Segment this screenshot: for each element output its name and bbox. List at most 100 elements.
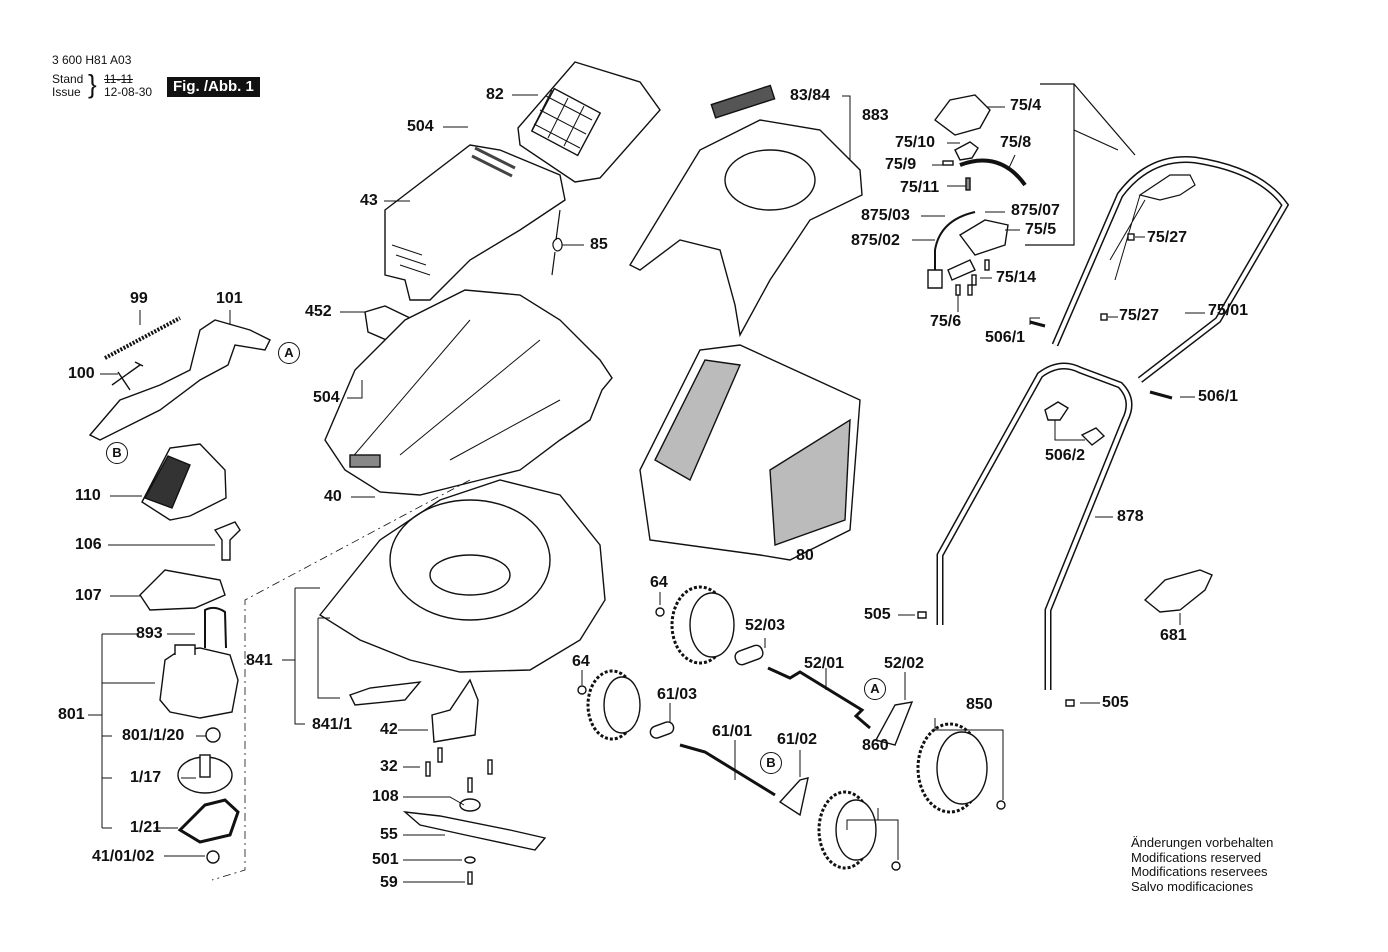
wheel-rear-860 (817, 790, 877, 870)
part-label: 893 (136, 625, 163, 642)
wheel-front-lower (586, 669, 641, 741)
part-label: 61/03 (657, 686, 698, 703)
part-label: 75/9 (885, 156, 917, 173)
blade-55 (402, 811, 547, 851)
issue-value: 12-08-30 (104, 85, 153, 99)
part-label: 504 (313, 389, 340, 406)
part-label: 75/27 (1147, 229, 1188, 246)
bracket-lines (1025, 83, 1136, 246)
part-label: 59 (380, 874, 398, 891)
part-number: 3 600 H81 A03 (52, 53, 132, 67)
stand-value: 11-11 (104, 72, 133, 86)
pulley-1-17 (177, 754, 233, 794)
washer-850 (996, 800, 1006, 810)
part-label: 506/2 (1045, 447, 1086, 464)
part-label: 106 (75, 536, 102, 553)
brace: } (88, 69, 97, 99)
bolt-506-1a (1029, 320, 1046, 328)
screws-32 (425, 747, 493, 793)
clip-100 (111, 361, 144, 391)
screws-75-14 (955, 259, 990, 296)
part-label: 43 (360, 192, 378, 209)
notice-line: Änderungen vorbehalten (1131, 835, 1274, 850)
lever-75-8 (959, 158, 1027, 187)
part-label: 875/03 (861, 207, 910, 224)
strain-relief-75-6 (947, 259, 976, 281)
part-label: 75/4 (1010, 97, 1042, 114)
box-107 (139, 569, 226, 611)
grass-box-80 (639, 344, 861, 561)
part-label: 80 (796, 547, 814, 564)
part-label: 875/07 (1011, 202, 1060, 219)
part-label: 107 (75, 587, 102, 604)
lever-52-02 (874, 701, 914, 746)
modifications-notice: Änderungen vorbehalten Modifications res… (1131, 835, 1274, 894)
part-label: 100 (68, 365, 95, 382)
part-label: 1/21 (130, 819, 162, 836)
wheel-rear-850 (916, 722, 988, 814)
part-label: 841/1 (312, 716, 353, 733)
axle-52-01 (767, 666, 871, 730)
plug (927, 269, 943, 289)
part-label: 75/6 (930, 313, 962, 330)
part-label: 505 (1102, 694, 1129, 711)
grass-box-lid-82 (517, 61, 661, 183)
bushing-61-03 (649, 721, 675, 739)
screw-505a (917, 611, 927, 619)
cable-holder-681 (1143, 569, 1213, 613)
washer-108 (459, 798, 481, 812)
screw-59 (467, 871, 473, 885)
washer-501 (464, 856, 476, 864)
part-label: 75/10 (895, 134, 936, 151)
washer-860 (891, 861, 901, 871)
lower-handle-878 (936, 362, 1133, 690)
spring-75-11 (965, 177, 971, 191)
callout-b: B (106, 442, 128, 464)
knob-506-2a (1044, 401, 1069, 421)
switch-106 (213, 521, 241, 561)
switch-body-75-5 (958, 219, 1009, 256)
cam-75-10 (954, 141, 979, 161)
catcher-top-883 (629, 119, 863, 338)
notice-line: Modifications reservees (1131, 864, 1268, 879)
axle-61-01 (679, 743, 776, 797)
part-label: 42 (380, 721, 398, 738)
part-label: 505 (864, 606, 891, 623)
callout-a: A (864, 678, 886, 700)
part-label: 501 (372, 851, 399, 868)
issue-label: Issue (52, 85, 81, 99)
switch-cover-75-4 (934, 94, 991, 136)
part-label: 860 (862, 737, 889, 754)
part-label: 75/11 (900, 179, 940, 196)
clip-75-27a (1127, 233, 1135, 241)
part-label: 101 (216, 290, 243, 307)
part-label: 99 (130, 290, 148, 307)
part-label: 841 (246, 652, 273, 669)
part-label: 64 (650, 574, 668, 591)
cable-893 (204, 606, 227, 649)
part-label: 75/01 (1208, 302, 1249, 319)
assembly-axis-line (211, 479, 471, 881)
part-label: 506/1 (985, 329, 1026, 346)
notice-line: Modifications reserved (1131, 849, 1262, 865)
deflector-42 (431, 678, 479, 743)
part-label: 878 (1117, 508, 1144, 525)
part-label: 110 (75, 487, 101, 504)
part-label: 75/8 (1000, 134, 1032, 151)
part-label: 875/02 (851, 232, 900, 249)
bolt-506-1b (1149, 390, 1173, 400)
callout-a: A (278, 342, 300, 364)
bushing-52-03 (734, 644, 764, 666)
part-label: 52/01 (804, 655, 845, 672)
upper-handle-75-01 (1051, 155, 1290, 383)
part-label: 40 (324, 488, 342, 505)
part-label: 55 (380, 826, 398, 843)
washer-64b (577, 685, 587, 695)
part-label: 32 (380, 758, 398, 775)
part-label: 75/5 (1025, 221, 1057, 238)
part-label: 452 (305, 303, 332, 320)
spring-99 (104, 316, 181, 360)
part-label: 82 (486, 86, 504, 103)
bearing-41-01-02 (206, 850, 220, 864)
